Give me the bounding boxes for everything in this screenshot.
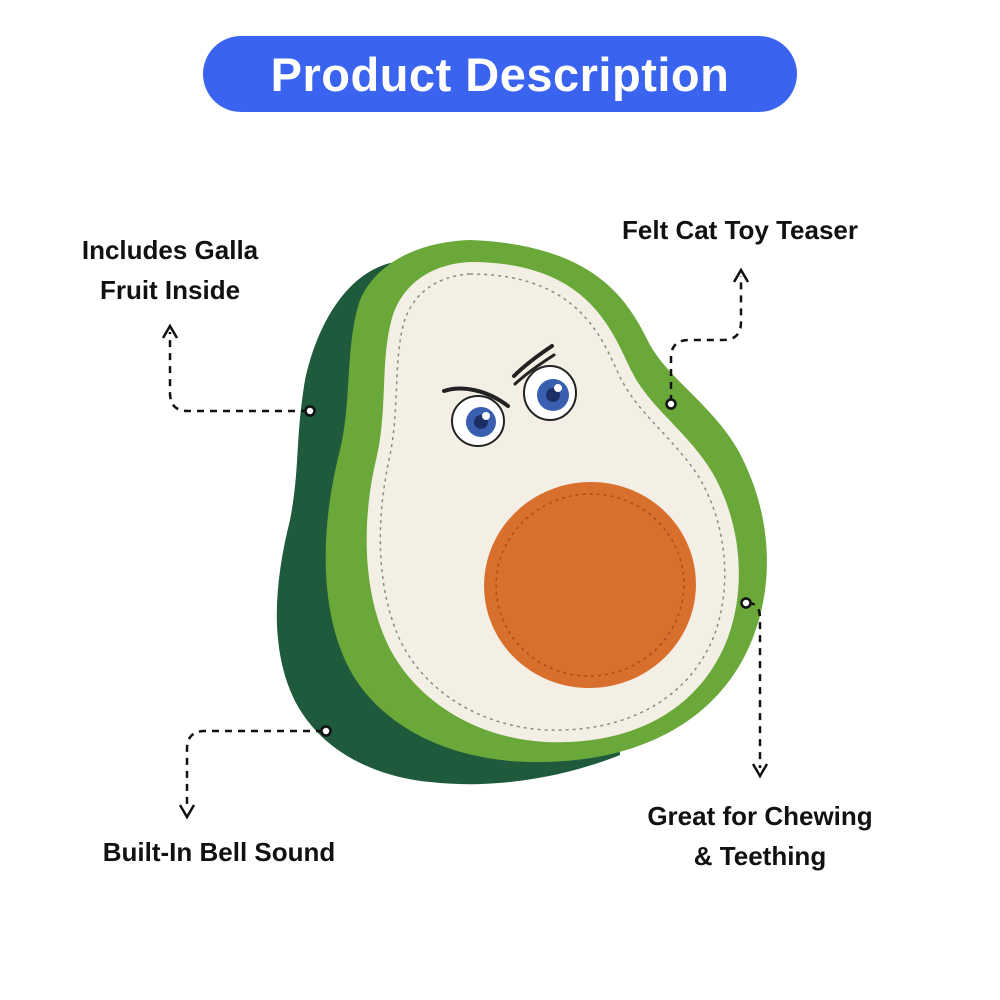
- callout-bell-sound: Built-In Bell Sound: [90, 832, 348, 872]
- page-title: Product Description: [270, 47, 730, 101]
- galla-callout-pointer: [161, 323, 316, 417]
- callout-felt-teaser: Felt Cat Toy Teaser: [600, 210, 880, 250]
- left-eyebrow: [442, 386, 510, 408]
- left-eye: [451, 395, 505, 447]
- callout-galla-line1: Includes Galla: [81, 235, 259, 265]
- chew-callout-pointer: [740, 597, 769, 779]
- right-eye: [523, 365, 577, 421]
- orange-pit: [484, 481, 696, 689]
- callout-chew-line1: Great for Chewing: [647, 801, 873, 831]
- callout-galla-line2: Fruit Inside: [99, 275, 241, 305]
- right-eyebrow-2: [513, 353, 556, 386]
- callout-chew-line2: & Teething: [693, 841, 827, 871]
- callout-bell-line1: Built-In Bell Sound: [102, 837, 336, 867]
- callout-galla-fruit: Includes Galla Fruit Inside: [60, 230, 280, 310]
- bell-callout-pointer: [178, 725, 332, 820]
- callout-felt-line1: Felt Cat Toy Teaser: [622, 215, 858, 245]
- right-eyebrow: [512, 344, 554, 378]
- felt-callout-pointer: [665, 267, 750, 410]
- callout-chewing: Great for Chewing & Teething: [630, 796, 890, 876]
- pit-stitching: [495, 493, 685, 677]
- title-banner: Product Description: [203, 36, 797, 112]
